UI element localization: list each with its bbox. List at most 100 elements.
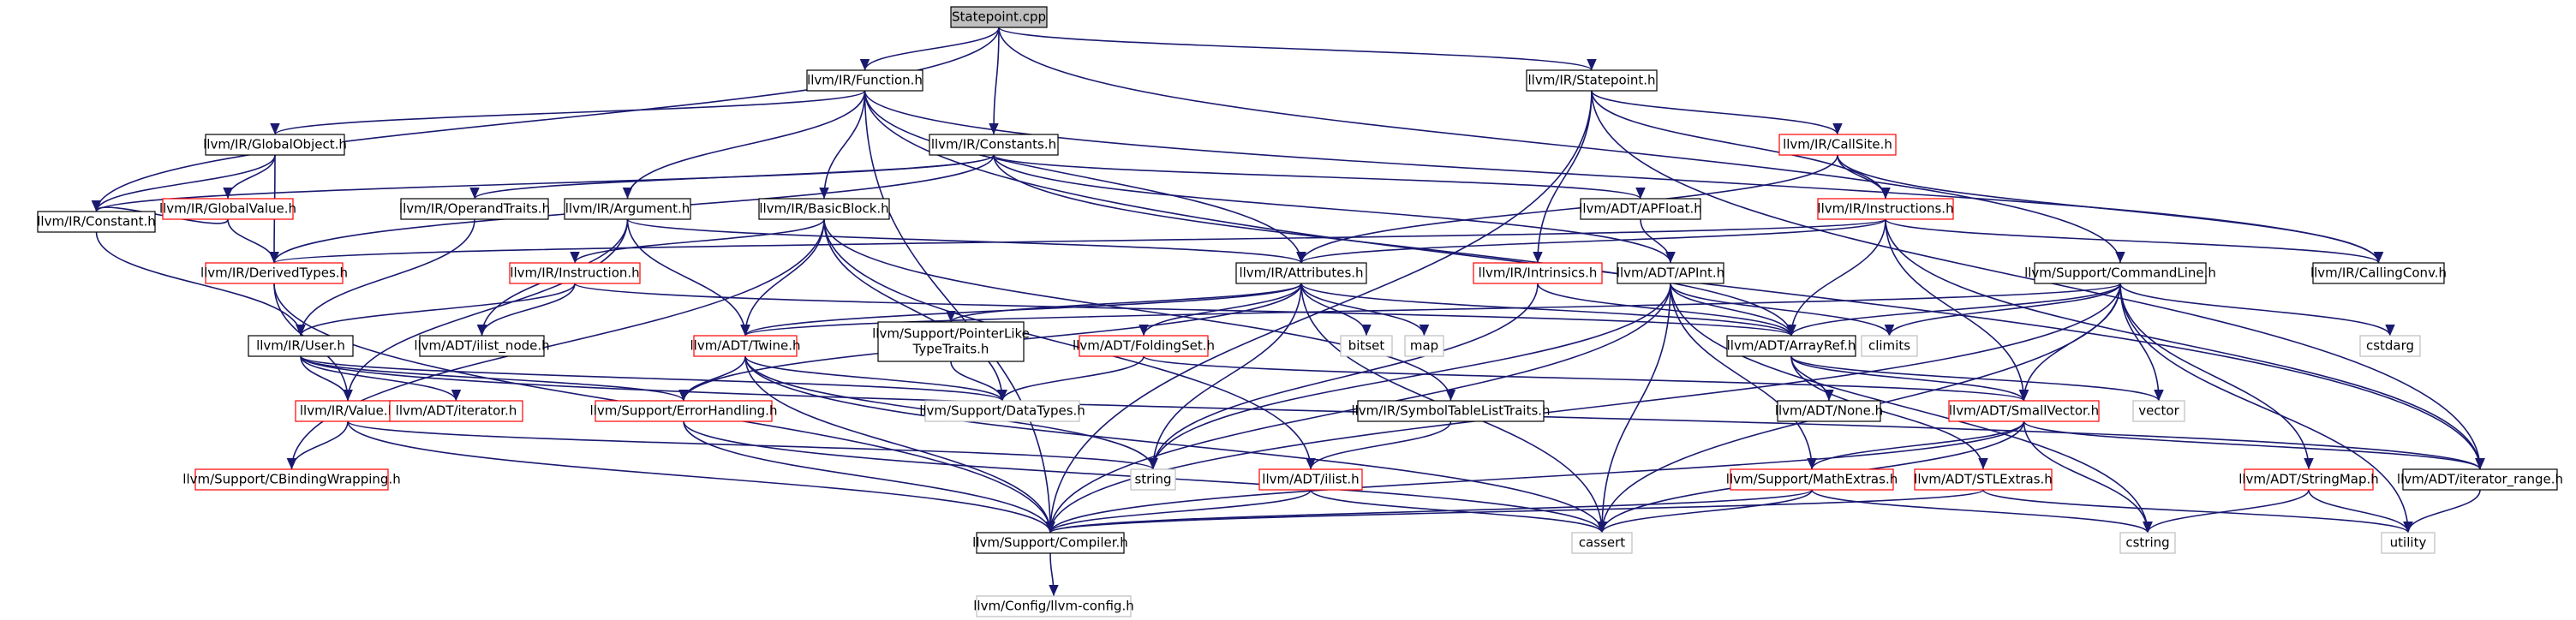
node-box-mathextras_h[interactable] xyxy=(1730,468,1894,491)
node-ilist_h[interactable]: llvm/ADT/ilist.h xyxy=(1258,468,1363,491)
node-smallvector_h[interactable]: llvm/ADT/SmallVector.h xyxy=(1948,400,2100,422)
node-box-pointerlike_h[interactable] xyxy=(877,321,1025,362)
node-attributes_h[interactable]: llvm/IR/Attributes.h xyxy=(1235,262,1367,284)
node-box-callingconv_h[interactable] xyxy=(2312,262,2445,284)
node-box-callsite_h[interactable] xyxy=(1778,134,1897,156)
node-globalvalue_h[interactable]: llvm/IR/GlobalValue.h xyxy=(159,198,296,220)
node-compiler_h[interactable]: llvm/Support/Compiler.h xyxy=(972,532,1128,554)
node-box-instructions_h[interactable] xyxy=(1817,198,1954,220)
node-box-apfloat_h[interactable] xyxy=(1580,198,1701,220)
node-stlextras_h[interactable]: llvm/ADT/STLExtras.h xyxy=(1914,468,2053,491)
node-box-derivedtypes_h[interactable] xyxy=(205,262,344,284)
node-box-stlextras_h[interactable] xyxy=(1914,468,2053,491)
node-instruction_h[interactable]: llvm/IR/Instruction.h xyxy=(509,262,641,284)
node-box-climits[interactable] xyxy=(1861,335,1918,357)
node-box-cbinding_h[interactable] xyxy=(194,468,389,491)
node-map[interactable]: map xyxy=(1404,335,1444,357)
node-box-arrayref_h[interactable] xyxy=(1726,335,1856,357)
node-instructions_h[interactable]: llvm/IR/Instructions.h xyxy=(1817,198,1954,220)
node-function_h[interactable]: llvm/IR/Function.h xyxy=(806,69,923,92)
node-errorhandling_h[interactable]: llvm/Support/ErrorHandling.h xyxy=(590,400,778,422)
node-box-symtablelisttraits_h[interactable] xyxy=(1357,400,1545,422)
node-adt_iterator_h[interactable]: llvm/ADT/iterator.h xyxy=(389,400,523,422)
node-box-stringmap_h[interactable] xyxy=(2244,468,2374,491)
node-stringmap_h[interactable]: llvm/ADT/StringMap.h xyxy=(2238,468,2379,491)
node-box-cstdarg[interactable] xyxy=(2359,335,2421,357)
node-foldingset_h[interactable]: llvm/ADT/FoldingSet.h xyxy=(1073,335,1215,357)
node-callsite_h[interactable]: llvm/IR/CallSite.h xyxy=(1778,134,1897,156)
node-twine_h[interactable]: llvm/ADT/Twine.h xyxy=(690,335,801,357)
node-apfloat_h[interactable]: llvm/ADT/APFloat.h xyxy=(1579,198,1702,220)
node-box-utility[interactable] xyxy=(2381,532,2436,554)
node-box-ilist_h[interactable] xyxy=(1258,468,1363,491)
node-box-statepoint_cpp[interactable] xyxy=(950,6,1048,28)
node-cstring[interactable]: cstring xyxy=(2119,532,2176,554)
node-box-errorhandling_h[interactable] xyxy=(595,400,773,422)
node-commandline_h[interactable]: llvm/Support/CommandLine.h xyxy=(2024,262,2216,284)
node-box-none_h[interactable] xyxy=(1777,400,1881,422)
node-box-vector[interactable] xyxy=(2132,400,2185,422)
node-box-intrinsics_h[interactable] xyxy=(1473,262,1603,284)
node-box-attributes_h[interactable] xyxy=(1235,262,1367,284)
node-box-map[interactable] xyxy=(1404,335,1444,357)
node-box-foldingset_h[interactable] xyxy=(1079,335,1209,357)
node-box-user_h[interactable] xyxy=(248,335,354,357)
node-box-value_h[interactable] xyxy=(295,400,401,422)
node-box-smallvector_h[interactable] xyxy=(1948,400,2100,422)
node-symtablelisttraits_h[interactable]: llvm/IR/SymbolTableListTraits.h xyxy=(1351,400,1551,422)
node-llvm_config_h[interactable]: llvm/Config/llvm-config.h xyxy=(973,595,1134,617)
node-box-function_h[interactable] xyxy=(806,69,923,92)
node-box-datatypes_h[interactable] xyxy=(924,400,1080,422)
node-box-commandline_h[interactable] xyxy=(2034,262,2207,284)
node-cbinding_h[interactable]: llvm/Support/CBindingWrapping.h xyxy=(182,468,401,491)
node-apint_h[interactable]: llvm/ADT/APInt.h xyxy=(1617,262,1724,284)
node-bitset[interactable]: bitset xyxy=(1340,335,1393,357)
node-intrinsics_h[interactable]: llvm/IR/Intrinsics.h xyxy=(1473,262,1603,284)
node-operandtraits_h[interactable]: llvm/IR/OperandTraits.h xyxy=(399,198,550,220)
node-box-instruction_h[interactable] xyxy=(509,262,641,284)
node-globalobject_h[interactable]: llvm/IR/GlobalObject.h xyxy=(203,134,347,156)
node-box-argument_h[interactable] xyxy=(564,198,691,220)
node-constants_h[interactable]: llvm/IR/Constants.h xyxy=(929,134,1059,156)
node-statepoint_cpp[interactable]: Statepoint.cpp xyxy=(950,6,1048,28)
node-box-operandtraits_h[interactable] xyxy=(400,198,549,220)
node-datatypes_h[interactable]: llvm/Support/DataTypes.h xyxy=(919,400,1085,422)
node-box-apint_h[interactable] xyxy=(1617,262,1724,284)
node-box-globalvalue_h[interactable] xyxy=(162,198,294,220)
node-box-constant_h[interactable] xyxy=(37,211,156,233)
node-iterator_range_h[interactable]: llvm/ADT/iterator_range.h xyxy=(2397,468,2563,491)
node-box-constants_h[interactable] xyxy=(929,134,1059,156)
node-box-globalobject_h[interactable] xyxy=(205,134,345,156)
node-ilist_node_h[interactable]: llvm/ADT/ilist_node.h xyxy=(414,335,550,357)
node-vector[interactable]: vector xyxy=(2132,400,2185,422)
node-mathextras_h[interactable]: llvm/Support/MathExtras.h xyxy=(1726,468,1898,491)
node-ir_statepoint_h[interactable]: llvm/IR/Statepoint.h xyxy=(1526,69,1658,92)
node-box-llvm_config_h[interactable] xyxy=(976,595,1132,617)
node-utility[interactable]: utility xyxy=(2381,532,2436,554)
node-derivedtypes_h[interactable]: llvm/IR/DerivedTypes.h xyxy=(200,262,348,284)
node-box-ir_statepoint_h[interactable] xyxy=(1526,69,1658,92)
node-climits[interactable]: climits xyxy=(1861,335,1918,357)
node-box-twine_h[interactable] xyxy=(693,335,798,357)
node-box-cassert[interactable] xyxy=(1571,532,1633,554)
node-user_h[interactable]: llvm/IR/User.h xyxy=(248,335,354,357)
node-cstdarg[interactable]: cstdarg xyxy=(2359,335,2421,357)
node-box-string[interactable] xyxy=(1130,468,1176,491)
node-basicblock_h[interactable]: llvm/IR/BasicBlock.h xyxy=(758,198,890,220)
node-callingconv_h[interactable]: llvm/IR/CallingConv.h xyxy=(2310,262,2447,284)
node-box-cstring[interactable] xyxy=(2119,532,2176,554)
node-arrayref_h[interactable]: llvm/ADT/ArrayRef.h xyxy=(1726,335,1856,357)
node-box-ilist_node_h[interactable] xyxy=(419,335,545,357)
node-box-bitset[interactable] xyxy=(1340,335,1393,357)
node-constant_h[interactable]: llvm/IR/Constant.h xyxy=(37,211,156,233)
node-argument_h[interactable]: llvm/IR/Argument.h xyxy=(564,198,691,220)
node-none_h[interactable]: llvm/ADT/None.h xyxy=(1775,400,1883,422)
node-box-basicblock_h[interactable] xyxy=(758,198,890,220)
node-box-adt_iterator_h[interactable] xyxy=(389,400,523,422)
node-box-compiler_h[interactable] xyxy=(976,532,1125,554)
node-string[interactable]: string xyxy=(1130,468,1176,491)
node-cassert[interactable]: cassert xyxy=(1571,532,1633,554)
node-box-iterator_range_h[interactable] xyxy=(2402,468,2558,491)
node-value_h[interactable]: llvm/IR/Value.h xyxy=(295,400,401,422)
